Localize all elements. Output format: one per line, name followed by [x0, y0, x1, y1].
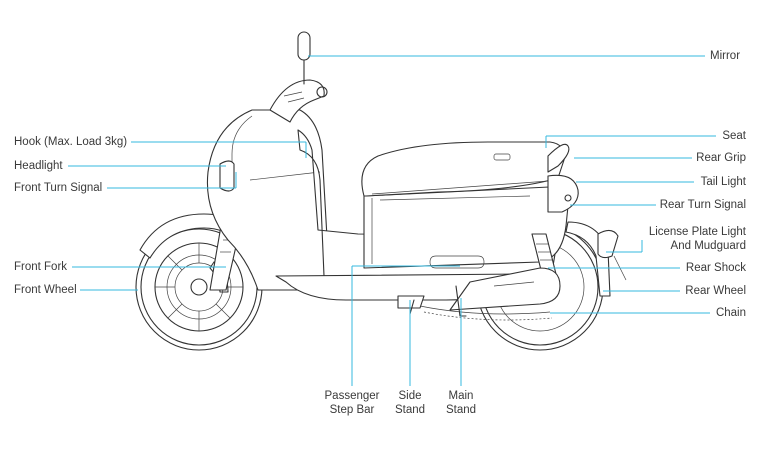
- chain-drawing: [419, 305, 551, 315]
- label-front-wheel: Front Wheel: [14, 284, 77, 296]
- label-side-stand: Side Stand: [390, 389, 430, 417]
- label-front-turn-signal: Front Turn Signal: [14, 182, 103, 194]
- label-chain: Chain: [715, 307, 746, 319]
- label-rear-turn-signal: Rear Turn Signal: [659, 199, 746, 211]
- tail-light-drawing: [547, 174, 579, 213]
- side-stand-drawing: [409, 299, 415, 315]
- label-main-stand: Main Stand: [441, 389, 481, 417]
- label-rear-grip: Rear Grip: [696, 152, 746, 164]
- leader-lines: [68, 55, 716, 386]
- label-license-plate-line2: And Mudguard: [670, 240, 746, 252]
- step-bar-drawing: [397, 295, 425, 309]
- label-seat: Seat: [722, 130, 746, 142]
- label-license-plate-light: License Plate Light And Mudguard: [649, 225, 746, 253]
- label-front-fork: Front Fork: [14, 261, 68, 273]
- label-main-stand-line2: Stand: [445, 404, 477, 416]
- label-side-stand-line1: Side: [398, 390, 422, 402]
- seat-drawing: [361, 141, 565, 197]
- label-step-bar-line1: Passenger: [324, 390, 380, 402]
- main-stand-drawing: [455, 285, 467, 317]
- swingarm-drawing: [449, 267, 561, 311]
- label-license-plate-line1: License Plate Light: [648, 226, 746, 238]
- label-tail-light: Tail Light: [700, 176, 746, 188]
- label-rear-shock: Rear Shock: [685, 262, 746, 274]
- label-rear-wheel: Rear Wheel: [685, 285, 746, 297]
- label-passenger-step-bar: Passenger Step Bar: [316, 389, 388, 417]
- label-main-stand-line1: Main: [448, 390, 474, 402]
- label-headlight: Headlight: [14, 160, 63, 172]
- mirror-drawing: [297, 31, 311, 85]
- label-mirror: Mirror: [710, 50, 741, 62]
- label-side-stand-line2: Stand: [394, 404, 426, 416]
- rear-grip-drawing: [547, 143, 570, 173]
- label-hook: Hook (Max. Load 3kg): [14, 136, 128, 148]
- front-body-drawing: [206, 109, 331, 291]
- label-step-bar-line2: Step Bar: [329, 404, 375, 416]
